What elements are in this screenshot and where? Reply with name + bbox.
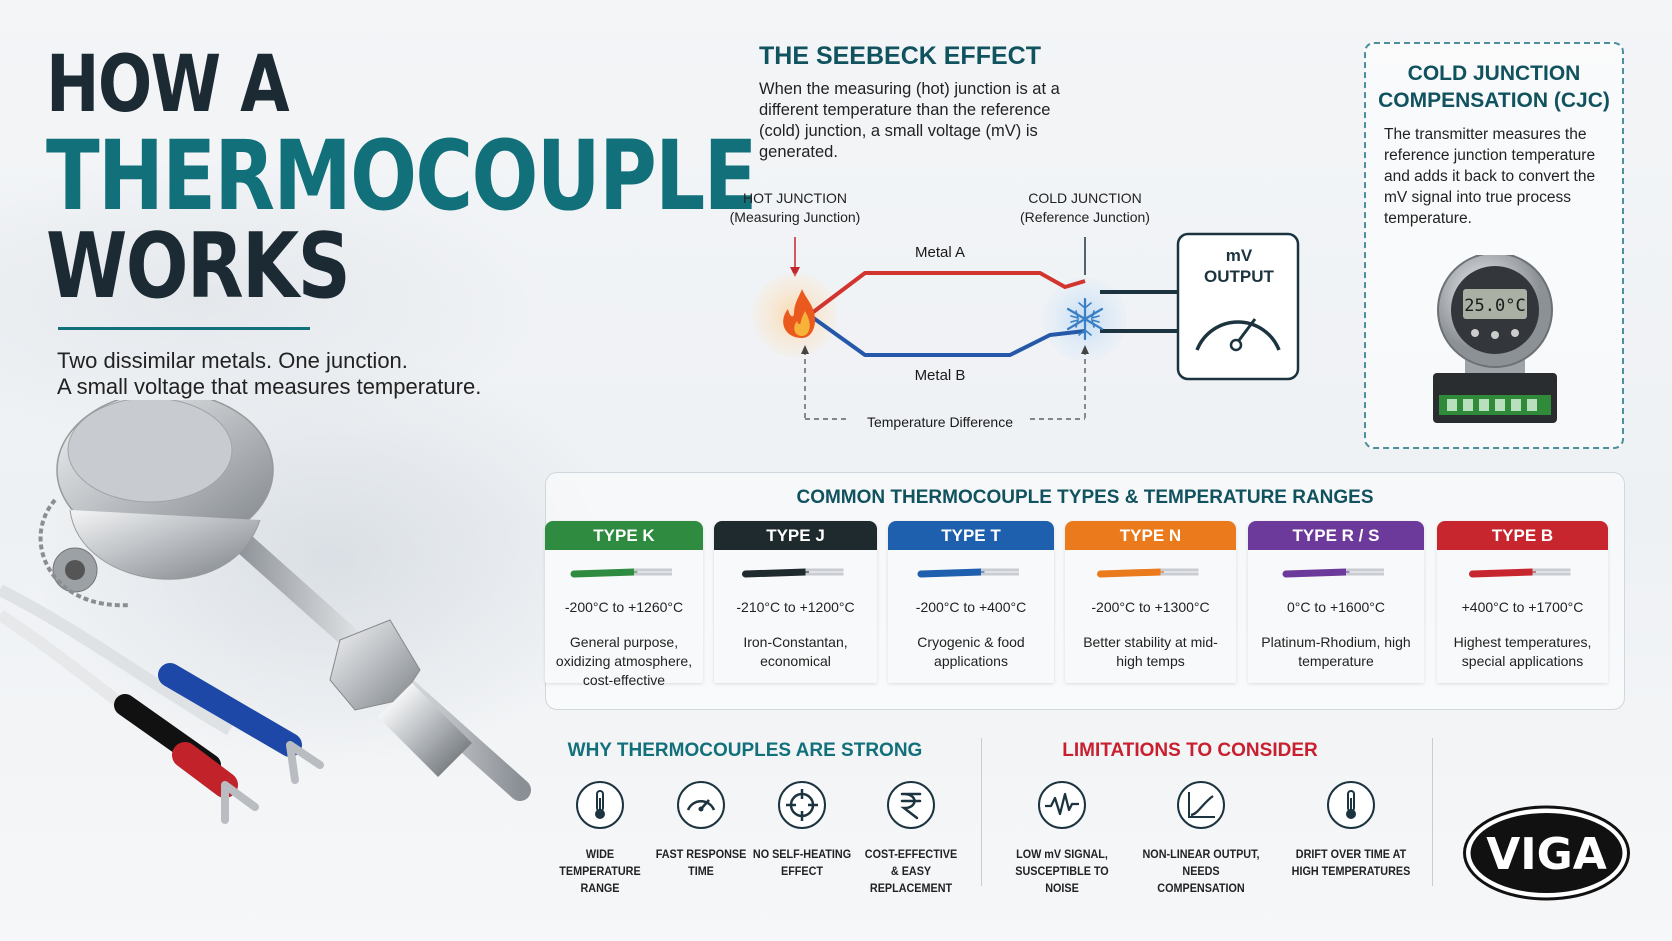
- hot-junction-label: HOT JUNCTION(Measuring Junction): [729, 190, 861, 225]
- limitation-label: LOW mV SIGNAL, SUSCEPTIBLE TO NOISE: [1015, 847, 1109, 895]
- subtitle-line-1: Two dissimilar metals. One junction.: [57, 348, 408, 373]
- type-name: TYPE R / S: [1248, 521, 1424, 550]
- title-line-1: HOW A: [46, 40, 290, 130]
- speedometer-icon: [677, 781, 725, 829]
- type-description: Highest temperatures, special applicatio…: [1453, 634, 1592, 669]
- metal-b-wire: [810, 315, 1086, 357]
- cjc-description: The transmitter measures the reference j…: [1384, 126, 1596, 227]
- limitation-label: NON-LINEAR OUTPUT, NEEDS COMPENSATION: [1142, 847, 1260, 895]
- type-description: Better stability at mid-high temps: [1083, 634, 1218, 669]
- strength-label: WIDE TEMPERATURE RANGE: [559, 847, 641, 895]
- rupee-icon: [887, 781, 935, 829]
- type-card: TYPE K -200°C to +1260°C General purpose, …: [545, 521, 703, 688]
- thermocouple-wire-icon: [1097, 568, 1199, 578]
- strengths-heading: WHY THERMOCOUPLES ARE STRONG: [567, 740, 923, 761]
- type-card: TYPE J -210°C to +1200°C Iron-Constantan, …: [714, 521, 877, 683]
- type-description: Iron-Constantan, economical: [743, 634, 848, 669]
- type-range: 0°C to +1600°C: [1287, 599, 1385, 615]
- seebeck-circuit-diagram: [753, 232, 1300, 420]
- thermocouple-wire-icon: [742, 568, 844, 578]
- thermocouple-wire-icon: [917, 568, 1019, 578]
- limitation-label: DRIFT OVER TIME AT HIGH TEMPERATURES: [1291, 847, 1411, 878]
- limitations-heading: LIMITATIONS TO CONSIDER: [1062, 740, 1318, 761]
- thermocouple-probe-image: [0, 400, 531, 824]
- type-name: TYPE T: [888, 521, 1054, 550]
- strength-label: FAST RESPONSE TIME: [655, 847, 747, 878]
- type-description: Cryogenic & food applications: [917, 634, 1025, 669]
- viga-logo: VIGA: [1463, 805, 1630, 901]
- transmitter-device-image: 25.0°C: [1433, 255, 1557, 423]
- flame-icon: [783, 289, 816, 338]
- svg-text:VIGA: VIGA: [1486, 829, 1607, 880]
- type-range: -200°C to +1300°C: [1091, 599, 1210, 615]
- type-range: -200°C to +1260°C: [564, 599, 684, 615]
- type-card: TYPE N -200°C to +1300°C Better stability …: [1065, 521, 1236, 683]
- mv-output-box: [1176, 232, 1300, 381]
- type-card: TYPE T -200°C to +400°C Cryogenic & food a…: [888, 521, 1054, 683]
- type-description: General purpose, oxidizing atmosphere, c…: [555, 634, 693, 688]
- title-line-3: WORKS: [46, 214, 351, 319]
- thermocouple-wire-icon: [570, 568, 672, 578]
- type-description: Platinum-Rhodium, high temperature: [1261, 634, 1411, 669]
- type-range: -210°C to +1200°C: [736, 599, 855, 615]
- curve-chart-icon: [1177, 781, 1225, 829]
- type-card: TYPE B +400°C to +1700°C Highest temperatu…: [1437, 521, 1608, 683]
- type-name: TYPE B: [1437, 521, 1608, 550]
- crosshair-icon: [778, 781, 826, 829]
- section-divider: [981, 738, 982, 886]
- thermocouple-wire-icon: [1282, 568, 1384, 578]
- snowflake-icon: [1066, 297, 1104, 341]
- metal-b-label: Metal B: [914, 367, 966, 384]
- temperature-difference-label: Temperature Difference: [866, 414, 1014, 430]
- type-card: TYPE R / S 0°C to +1600°C Platinum-Rhodium…: [1248, 521, 1424, 683]
- type-name: TYPE N: [1065, 521, 1236, 550]
- waveform-icon: [1038, 781, 1086, 829]
- transmitter-display: 25.0°C: [1464, 296, 1525, 316]
- type-range: +400°C to +1700°C: [1461, 599, 1584, 615]
- title-underline: [58, 327, 310, 330]
- strength-label: COST-EFFECTIVE & EASY REPLACEMENT: [864, 847, 958, 895]
- metal-a-label: Metal A: [914, 244, 966, 261]
- metal-a-wire: [810, 271, 1086, 315]
- thermometer-icon: [576, 781, 624, 829]
- types-heading: COMMON THERMOCOUPLE TYPES & TEMPERATURE …: [796, 487, 1374, 508]
- strength-label: NO SELF-HEATING EFFECT: [752, 847, 852, 878]
- cold-junction-label: COLD JUNCTION(Reference Junction): [1020, 190, 1150, 225]
- gauge-icon: [1195, 320, 1281, 351]
- subtitle-line-2: A small voltage that measures temperatur…: [57, 374, 482, 399]
- type-name: TYPE K: [545, 521, 703, 550]
- thermometer-icon: [1327, 781, 1375, 829]
- thermocouple-wire-icon: [1469, 568, 1571, 578]
- type-name: TYPE J: [714, 521, 877, 550]
- seebeck-description: When the measuring (hot) junction is at …: [759, 80, 1060, 161]
- type-range: -200°C to +400°C: [915, 599, 1027, 615]
- seebeck-heading: THE SEEBECK EFFECT: [759, 42, 1041, 70]
- title-line-2: THERMOCOUPLE: [46, 120, 757, 232]
- section-divider: [1432, 738, 1433, 886]
